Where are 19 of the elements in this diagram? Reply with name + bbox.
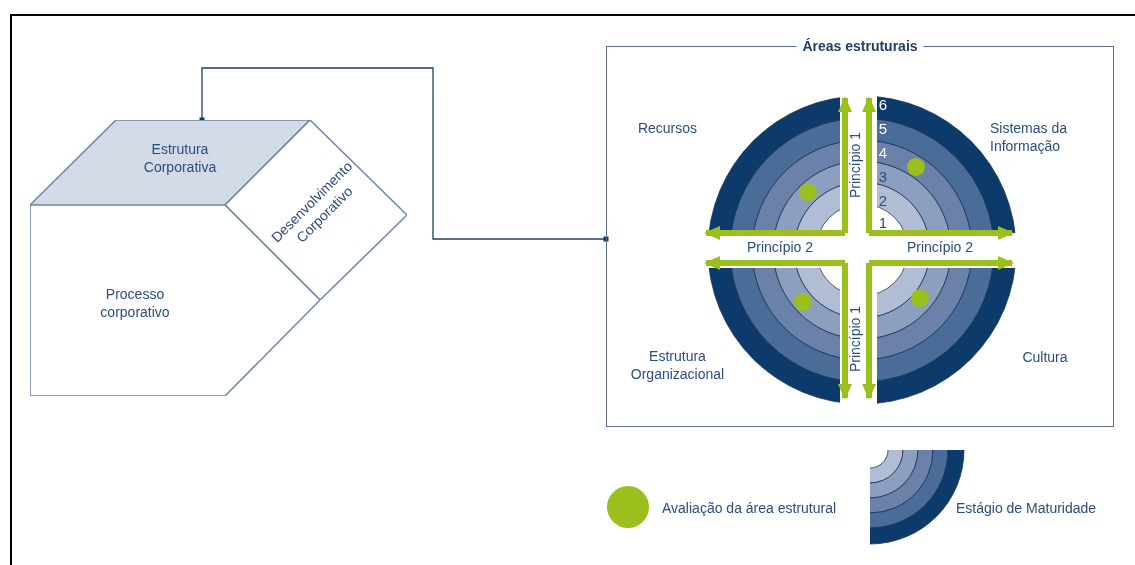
area-label: Recursos xyxy=(636,119,699,137)
legend-label: Estágio de Maturidade xyxy=(956,499,1097,518)
face-label: Estrutura Corporativa xyxy=(142,140,218,176)
level-number: 5 xyxy=(877,120,889,138)
principle-label: Princípio 1 xyxy=(846,304,864,375)
level-number: 1 xyxy=(877,214,889,232)
principle-label: Princípio 2 xyxy=(745,238,815,256)
level-number: 2 xyxy=(877,192,889,210)
principle-label: Princípio 1 xyxy=(846,130,864,201)
principle-label: Princípio 2 xyxy=(905,238,975,256)
area-label: Estrutura Organizacional xyxy=(629,347,726,383)
area-label: Sistemas da Informação xyxy=(990,119,1069,155)
level-number: 4 xyxy=(877,144,889,162)
legend-label: Avaliação da área estrutural xyxy=(662,499,837,518)
connector-line xyxy=(199,67,609,242)
level-number: 6 xyxy=(877,96,889,114)
face-label: Processo corporativo xyxy=(99,285,171,321)
level-number: 3 xyxy=(877,168,889,186)
area-label: Cultura xyxy=(1021,348,1069,366)
